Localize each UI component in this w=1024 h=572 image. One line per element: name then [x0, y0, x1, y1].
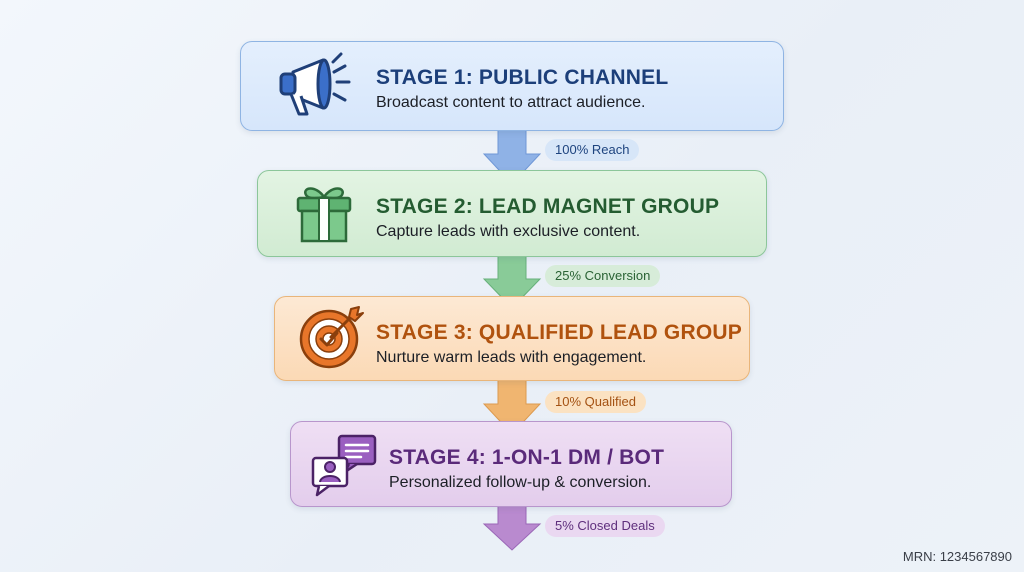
stage-4-box: STAGE 4: 1-ON-1 DM / BOT Personalized fo… [290, 421, 732, 507]
stage-4-title: STAGE 4: 1-ON-1 DM / BOT [389, 446, 665, 469]
stage-2-description: Capture leads with exclusive content. [376, 223, 641, 240]
transition-badge-2: 25% Conversion [545, 265, 661, 287]
stage-3-box: STAGE 3: QUALIFIED LEAD GROUP Nurture wa… [274, 296, 750, 381]
funnel-arrow-4 [482, 504, 542, 551]
stage-1-box: STAGE 1: PUBLIC CHANNEL Broadcast conten… [240, 41, 784, 131]
stage-2-box: STAGE 2: LEAD MAGNET GROUP Capture leads… [257, 170, 767, 257]
funnel-arrow-3 [482, 378, 542, 435]
gift-icon [296, 187, 352, 243]
transition-badge-3: 10% Qualified [545, 391, 646, 413]
stage-2-title: STAGE 2: LEAD MAGNET GROUP [376, 195, 720, 218]
chat-bubble-user-icon [311, 434, 377, 497]
stage-3-title: STAGE 3: QUALIFIED LEAD GROUP [376, 321, 742, 344]
mrn-label: MRN: 1234567890 [902, 549, 1012, 564]
stage-1-description: Broadcast content to attract audience. [376, 94, 646, 111]
megaphone-icon [279, 52, 351, 116]
funnel-arrow-1 [482, 128, 542, 185]
target-icon [299, 306, 364, 369]
funnel-arrow-2 [482, 254, 542, 309]
stage-1-title: STAGE 1: PUBLIC CHANNEL [376, 66, 669, 89]
stage-3-description: Nurture warm leads with engagement. [376, 349, 647, 366]
stage-4-description: Personalized follow-up & conversion. [389, 474, 652, 491]
transition-badge-4: 5% Closed Deals [545, 515, 665, 537]
transition-badge-1: 100% Reach [545, 139, 640, 161]
